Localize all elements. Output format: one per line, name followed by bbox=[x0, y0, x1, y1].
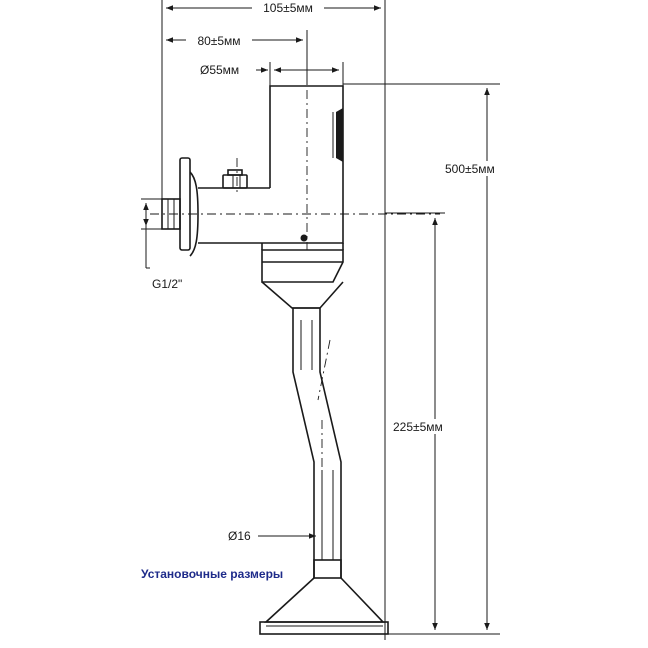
pipe-diameter-label: Ø16 bbox=[228, 529, 251, 543]
extension-lines bbox=[141, 0, 500, 640]
pipe-height-label: 225±5мм bbox=[393, 420, 443, 434]
flush-pipe bbox=[292, 308, 342, 579]
overall-width-label: 105±5мм bbox=[263, 1, 313, 15]
center-lines bbox=[150, 90, 440, 560]
thread-label: G1/2" bbox=[152, 277, 182, 291]
installation-dimensions-caption: Установочные размеры bbox=[141, 567, 284, 581]
dimension-labels: 105±5мм 80±5мм Ø55мм 500±5мм 225±5мм G1/… bbox=[152, 0, 512, 543]
head-diameter-label: Ø55мм bbox=[200, 63, 239, 77]
valve-body bbox=[161, 85, 344, 309]
dimension-arrows bbox=[143, 5, 490, 630]
base-bell bbox=[259, 577, 389, 635]
total-height-label: 500±5мм bbox=[445, 162, 495, 176]
inlet-offset-label: 80±5мм bbox=[197, 34, 240, 48]
